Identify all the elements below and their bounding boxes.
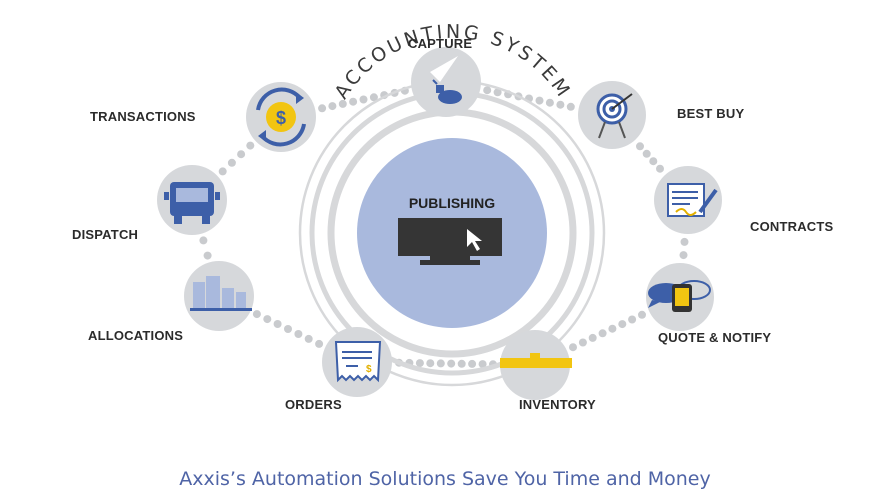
connector-dot xyxy=(273,320,282,328)
label-allocations: ALLOCATIONS xyxy=(88,328,184,343)
connector-dot xyxy=(638,310,646,319)
svg-text:$: $ xyxy=(276,108,286,128)
connector-dot xyxy=(598,329,607,338)
connector-dot xyxy=(237,150,246,159)
label-transactions: TRANSACTIONS xyxy=(90,109,196,124)
connector-dot xyxy=(642,149,651,158)
connector-dot xyxy=(436,359,445,368)
dollar-cycle-icon: $ xyxy=(256,87,306,147)
node-dispatch xyxy=(157,165,227,235)
label-dispatch: DISPATCH xyxy=(72,227,139,242)
connector-dot xyxy=(636,142,644,151)
connector-dot xyxy=(447,359,456,368)
connector-dot xyxy=(203,251,212,260)
connector-dot xyxy=(227,158,236,167)
connector-dot xyxy=(628,315,637,324)
connector-dot xyxy=(284,325,292,333)
buildings-icon xyxy=(190,276,252,311)
connector-dot xyxy=(218,167,227,176)
connector-dot xyxy=(478,360,487,369)
node-best-buy xyxy=(578,81,646,149)
scale-icon xyxy=(500,353,572,368)
label-contracts: CONTRACTS xyxy=(750,219,834,234)
connector-dot xyxy=(535,96,544,105)
connector-dot xyxy=(199,236,208,245)
connector-dot xyxy=(608,324,617,333)
connector-dot xyxy=(426,359,435,368)
connector-dot xyxy=(545,98,554,107)
node-allocations xyxy=(184,261,254,331)
bird-fingerprint-icon xyxy=(420,56,462,104)
monitor-icon xyxy=(398,218,502,265)
node-inventory xyxy=(500,330,572,400)
label-capture: CAPTURE xyxy=(408,36,473,51)
connector-dot xyxy=(656,164,664,173)
connector-dot xyxy=(315,339,324,348)
truck-icon xyxy=(164,182,220,224)
target-icon xyxy=(596,93,633,139)
node-contracts xyxy=(654,166,722,234)
connector-dot xyxy=(318,104,327,113)
connector-dot xyxy=(468,359,477,368)
connector-dot xyxy=(252,310,261,319)
connector-dot xyxy=(457,359,466,368)
label-inventory: INVENTORY xyxy=(519,397,596,412)
connector-dot xyxy=(349,97,358,106)
receipt-icon: $ xyxy=(334,341,382,383)
svg-text:$: $ xyxy=(366,364,372,375)
label-best-buy: BEST BUY xyxy=(677,106,745,121)
label-quote-notify: QUOTE & NOTIFY xyxy=(658,330,772,345)
node-orders: $ xyxy=(322,327,392,397)
connector-dot xyxy=(304,334,313,343)
connector-dot xyxy=(246,141,255,150)
connector-dot xyxy=(680,237,689,246)
connector-dot xyxy=(578,338,587,347)
node-capture xyxy=(411,47,481,117)
connector-dot xyxy=(359,95,368,104)
connector-dot xyxy=(556,100,565,109)
connector-dot xyxy=(588,333,597,342)
connector-dot xyxy=(679,251,688,260)
connector-dot xyxy=(618,320,627,329)
connector-dot xyxy=(263,315,272,324)
chat-phone-icon xyxy=(648,280,711,312)
connector-dot xyxy=(493,88,502,97)
connector-dot xyxy=(569,343,577,352)
node-quote-notify xyxy=(646,263,714,331)
connector-dot xyxy=(338,99,347,108)
caption: Axxis’s Automation Solutions Save You Ti… xyxy=(179,468,711,490)
connector-dot xyxy=(294,330,303,338)
publishing-label: PUBLISHING xyxy=(409,195,495,211)
connector-dot xyxy=(369,93,378,102)
connector-dot xyxy=(483,86,492,95)
connector-dot xyxy=(566,102,575,111)
label-orders: ORDERS xyxy=(285,397,342,412)
connector-dot xyxy=(415,359,424,368)
connector-dot xyxy=(328,102,337,111)
contract-pen-icon xyxy=(667,183,718,217)
node-transactions: $ xyxy=(246,82,316,152)
connector-dot xyxy=(649,157,658,166)
